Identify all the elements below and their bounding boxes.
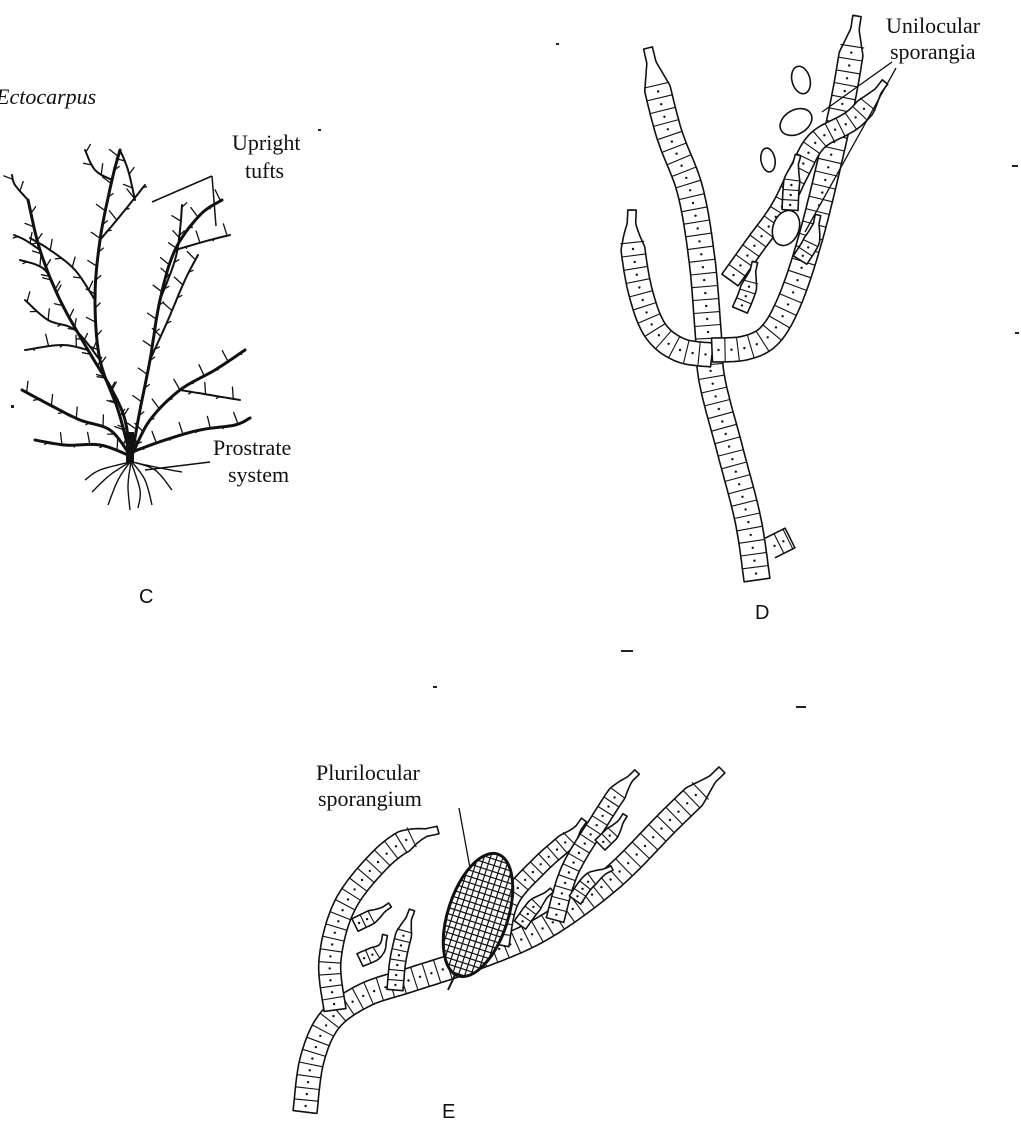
panel-letter-c: C <box>139 586 153 608</box>
panel-letter-d: D <box>755 602 769 624</box>
panel-letter-e: E <box>442 1101 455 1121</box>
tiny-branch-2 <box>352 903 392 931</box>
branched-filaments-drawing <box>620 15 887 582</box>
label-system: system <box>228 462 289 487</box>
label-unilocular: Unilocular <box>886 13 981 38</box>
leader-line-upright-tufts <box>152 176 212 202</box>
panel-e-filament-drawing: Plurilocular sporangium E <box>293 760 725 1121</box>
leader-line-upright-tufts-2 <box>212 176 216 226</box>
label-upright: Upright <box>232 130 300 155</box>
panel-d-filament-drawing: Unilocular sporangia D <box>620 13 980 624</box>
panel-c-habit-drawing: Upright tufts Prostrate system C <box>4 130 301 608</box>
label-sporangium: sporangium <box>318 786 422 811</box>
label-prostrate: Prostrate <box>213 435 291 460</box>
main-filament <box>644 47 770 582</box>
leader-line-plurilocular <box>459 808 470 868</box>
branched-filaments-drawing-e <box>293 767 725 1113</box>
leader-line-prostrate-system <box>145 462 210 470</box>
label-plurilocular: Plurilocular <box>316 760 421 785</box>
label-tufts: tufts <box>245 158 284 183</box>
label-sporangia: sporangia <box>890 39 976 64</box>
short-branch-2 <box>782 154 801 210</box>
scan-specks <box>11 43 1019 708</box>
lower-side-branch <box>765 528 795 558</box>
tiny-branch <box>357 934 387 966</box>
genus-title: Ectocarpus <box>0 84 96 109</box>
prostrate-system-drawing <box>85 462 182 510</box>
